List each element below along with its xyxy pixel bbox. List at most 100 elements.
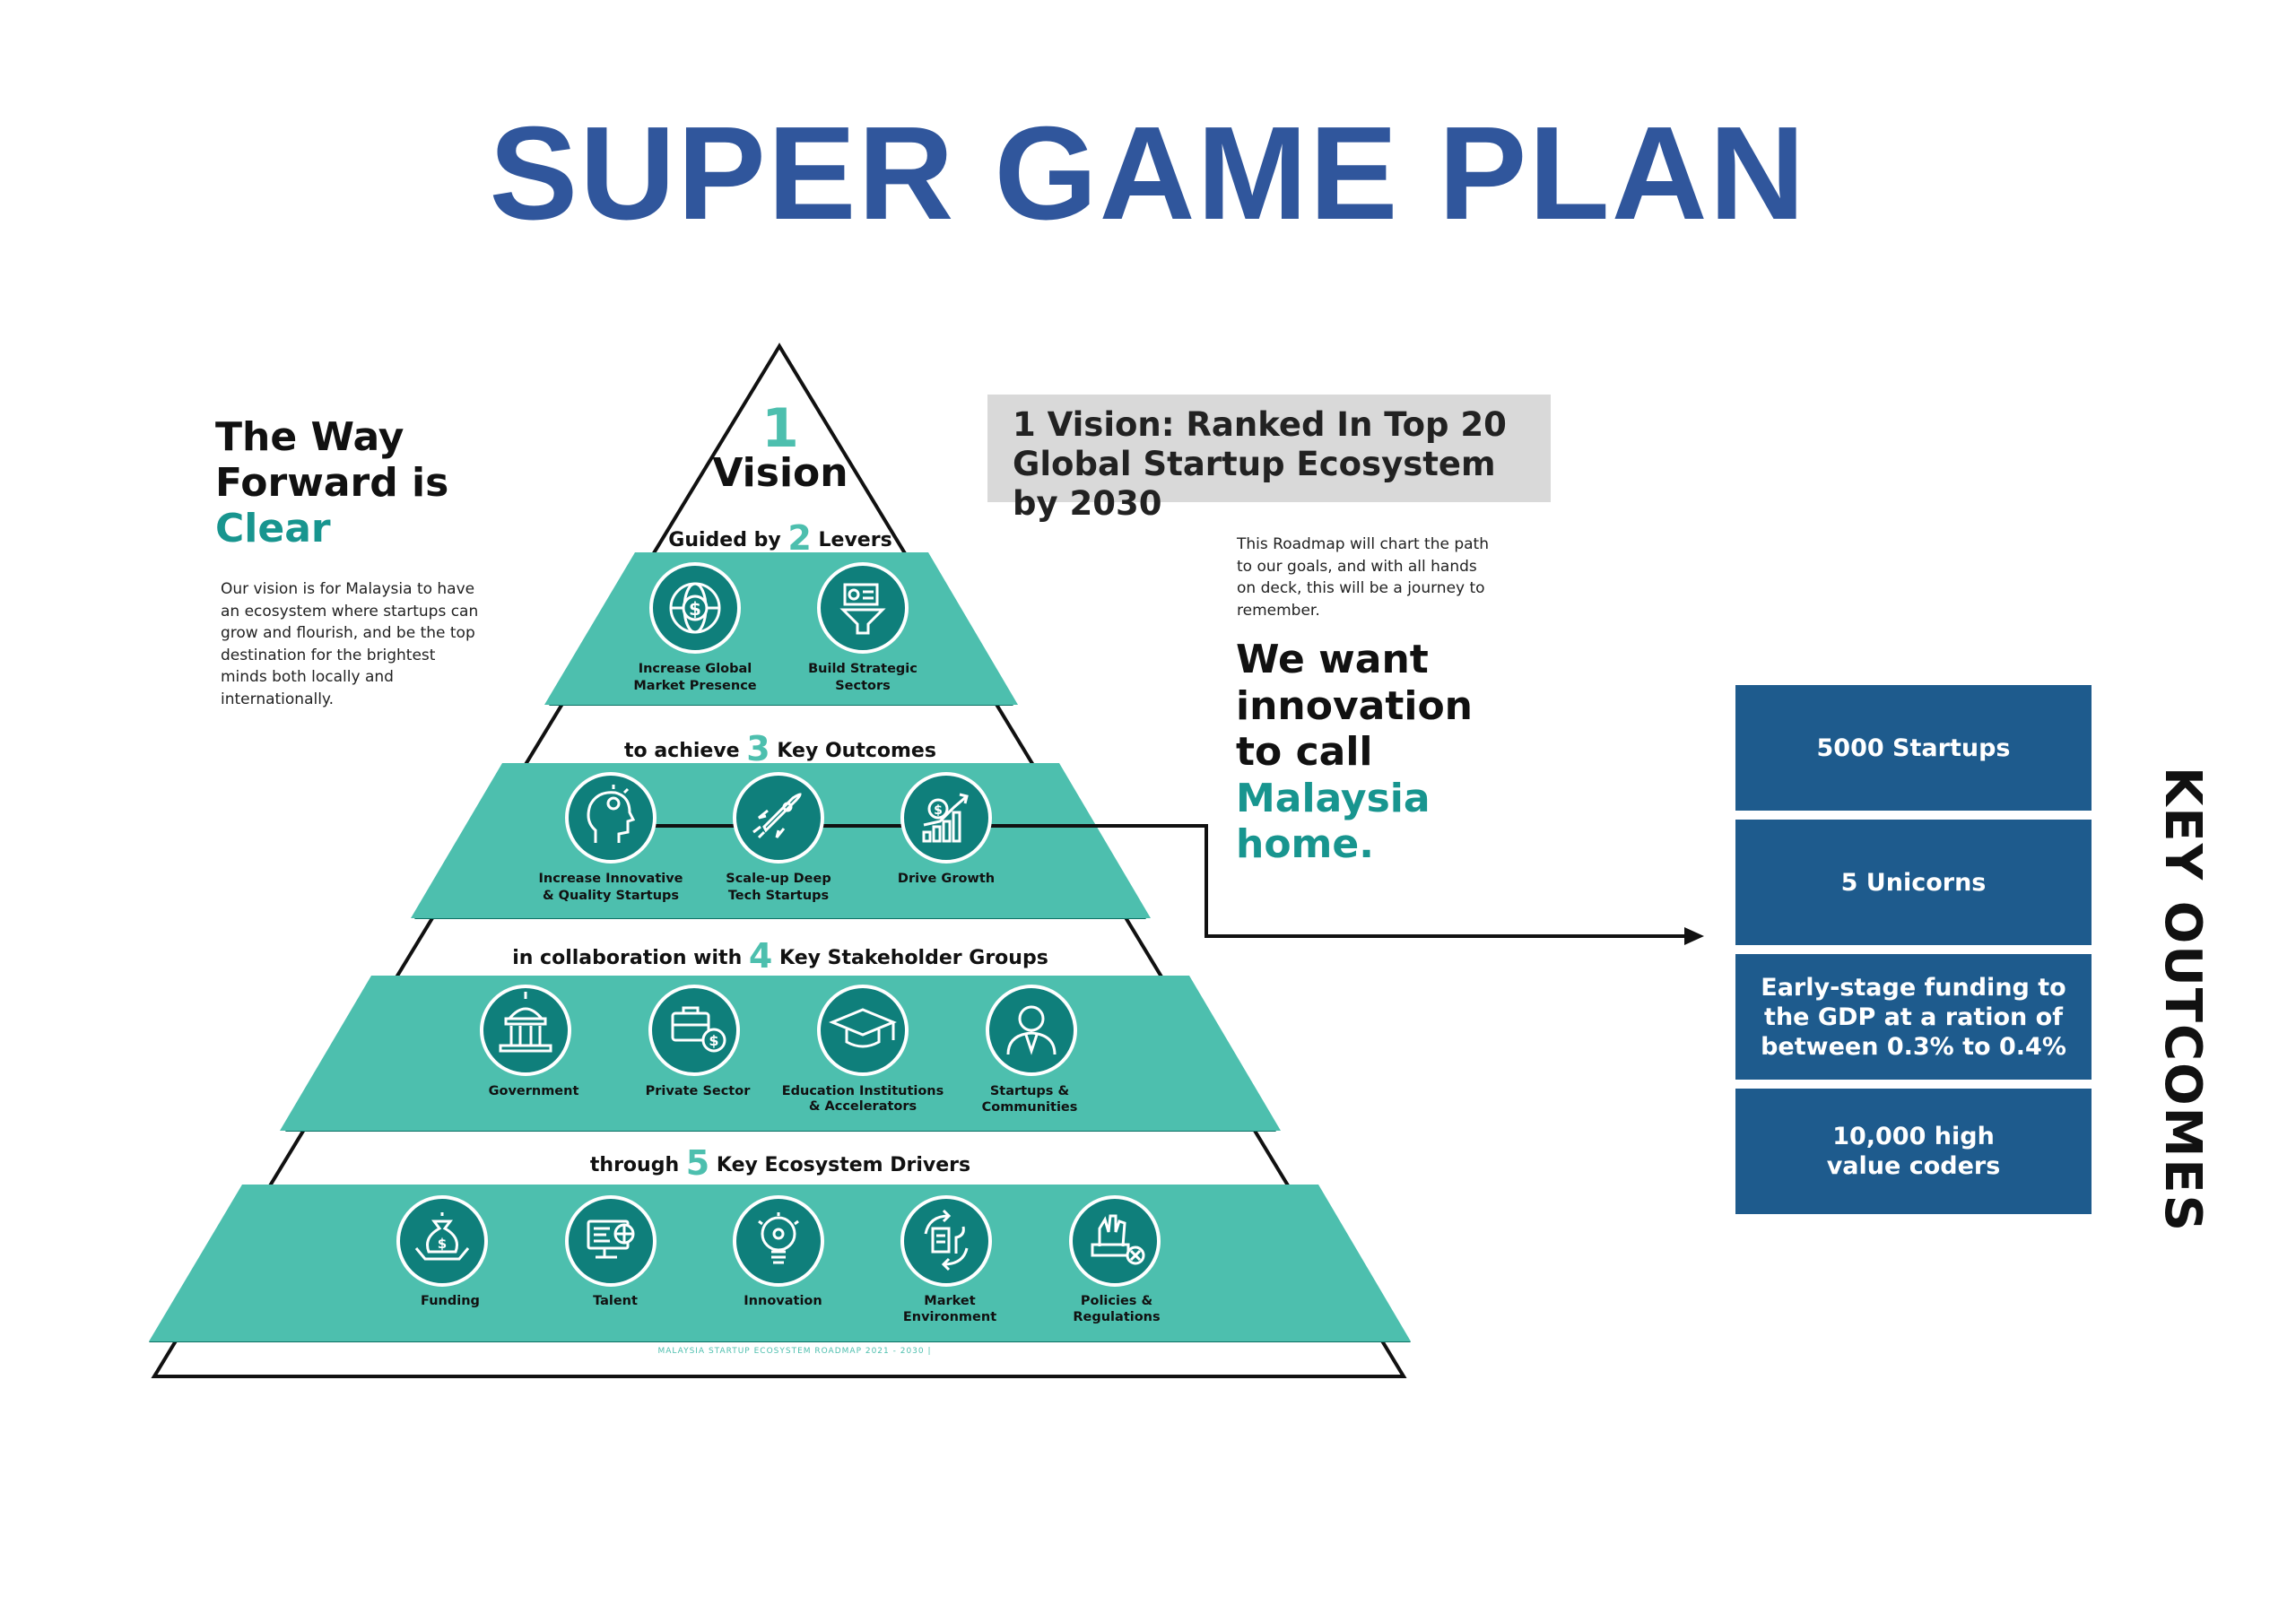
we-want-accent1: Malaysia — [1236, 775, 1431, 821]
we-want-accent2: home. — [1236, 821, 1374, 867]
caption-4-post: Key Ecosystem Drivers — [717, 1154, 970, 1176]
key-outcome-text: 5000 Startups — [1816, 733, 2011, 762]
lever-label-2b: Sectors — [835, 679, 891, 693]
person-icon — [1006, 1005, 1057, 1055]
level-caption-1: Guided by 2 Levers — [668, 518, 891, 558]
svg-text:to achieve 3 Key O: to achieve 3 Key Outcomes — [624, 729, 936, 768]
stakeholder-label-4a: Startups & — [990, 1084, 1070, 1098]
driver-label-5a: Policies & — [1081, 1294, 1153, 1308]
lightbulb-icon — [758, 1212, 799, 1264]
vision-description: Our vision is for Malaysia to have an ec… — [221, 580, 479, 708]
graduation-cap-icon — [829, 1008, 897, 1048]
driver-item-funding: $ Funding — [396, 1195, 488, 1308]
caption-4-pre: through — [590, 1154, 679, 1176]
stakeholder-label-4b: Communities — [982, 1100, 1078, 1115]
market-cycle-icon — [924, 1209, 969, 1271]
stakeholder-item-private-sector: $ Private Sector — [646, 985, 752, 1098]
way-forward-line1: The Way — [215, 414, 404, 460]
svg-text:through 5 Key Ecos: through 5 Key Ecosystem Drivers — [590, 1143, 970, 1183]
caption-2-pre: to achieve — [624, 740, 740, 762]
vision-box-text: 1 Vision: Ranked In Top 20 Global Startu… — [1013, 405, 1507, 523]
outcome-item-deep-tech: Scale-up Deep Tech Startups — [726, 772, 831, 903]
svg-text:$: $ — [438, 1236, 447, 1252]
outcome-label-2a: Scale-up Deep — [726, 872, 831, 886]
lever-item-strategic-sectors: Build Strategic Sectors — [808, 562, 918, 693]
head-lightbulb-icon — [587, 785, 636, 843]
outcome-item-drive-growth: $ Drive Growth — [898, 772, 995, 886]
outcome-label-1b: & Quality Startups — [543, 889, 679, 903]
driver-item-policies: Policies & Regulations — [1069, 1195, 1161, 1324]
way-forward-accent: Clear — [215, 506, 331, 551]
level-caption-3: in collaboration with 4 Key Stakeholder … — [512, 936, 1048, 976]
caption-3-post: Key Stakeholder Groups — [779, 947, 1048, 969]
caption-1-pre: Guided by — [668, 529, 780, 551]
driver-label-4a: Market — [924, 1294, 975, 1308]
we-want-line3: to call — [1236, 729, 1373, 775]
key-outcome-text: 10,000 high value coders — [1826, 1123, 2001, 1180]
outcome-label-1a: Increase Innovative — [538, 872, 683, 886]
policy-hand-icon — [1091, 1214, 1145, 1265]
stakeholder-label-3a: Education Institutions — [782, 1084, 944, 1098]
level-caption-4: through 5 Key Ecosystem Drivers — [590, 1143, 970, 1183]
key-outcome-box: Early-stage funding to the GDP at a rati… — [1735, 954, 2092, 1080]
svg-text:$: $ — [934, 803, 943, 818]
stakeholder-item-startups: Startups & Communities — [982, 985, 1078, 1115]
svg-text:Guided by 2 Levers: Guided by 2 Levers — [668, 518, 891, 558]
svg-text:in collaboration with 4: in collaboration with 4 Key Stakeholder … — [512, 936, 1048, 976]
band-levers — [544, 552, 1018, 705]
caption-3-num: 4 — [749, 936, 772, 976]
page-title: SUPER GAME PLAN — [489, 100, 1807, 247]
lever-label-1a: Increase Global — [639, 662, 752, 676]
roadmap-footer: MALAYSIA STARTUP ECOSYSTEM ROADMAP 2021 … — [657, 1347, 931, 1356]
driver-label-1a: Funding — [421, 1294, 480, 1308]
caption-2-post: Key Outcomes — [777, 740, 936, 762]
globe-dollar-icon: $ — [669, 582, 721, 634]
band-stakeholders — [280, 976, 1281, 1131]
briefcase-dollar-icon: $ — [671, 1006, 726, 1053]
rocket-icon — [752, 793, 802, 839]
driver-item-market-environment: Market Environment — [900, 1195, 996, 1324]
stakeholder-item-education: Education Institutions & Accelerators — [782, 985, 944, 1114]
roadmap-text: This Roadmap will chart the path to our … — [1237, 535, 1489, 620]
lever-label-1b: Market Presence — [633, 679, 756, 693]
key-outcome-box: 5 Unicorns — [1735, 820, 2092, 945]
we-want-line2: innovation — [1236, 682, 1473, 729]
driver-label-3a: Innovation — [744, 1294, 822, 1308]
connector-arrowhead — [1684, 927, 1704, 945]
way-forward-heading: The Way Forward is Clear — [215, 414, 592, 551]
key-outcome-text: 5 Unicorns — [1840, 868, 1987, 897]
outcome-label-3a: Drive Growth — [898, 872, 995, 886]
stakeholder-label-1a: Government — [489, 1084, 579, 1098]
key-outcome-text: Early-stage funding to the GDP at a rati… — [1761, 973, 2066, 1061]
lever-item-global-market: $ Increase Global Market Presence — [633, 562, 757, 693]
key-outcome-box: 5000 Startups — [1735, 685, 2092, 811]
driver-item-innovation: Innovation — [733, 1195, 824, 1308]
funnel-chart-icon — [839, 583, 886, 635]
vision-word: Vision — [712, 450, 848, 496]
outcome-item-innovative-startups: Increase Innovative & Quality Startups — [538, 772, 683, 903]
caption-2-num: 3 — [746, 729, 770, 768]
caption-3-pre: in collaboration with — [512, 947, 742, 969]
stakeholder-label-3b: & Accelerators — [809, 1099, 917, 1114]
driver-item-talent: Talent — [565, 1195, 657, 1308]
stakeholder-item-government: Government — [480, 985, 579, 1098]
driver-label-4b: Environment — [903, 1310, 996, 1324]
driver-label-5b: Regulations — [1073, 1310, 1160, 1324]
outcome-label-2b: Tech Startups — [728, 889, 829, 903]
growth-chart-icon: $ — [922, 793, 969, 843]
monitor-globe-icon — [587, 1219, 635, 1259]
government-building-icon — [499, 992, 552, 1053]
we-want-heading: We want innovation to call Malaysia home… — [1236, 637, 1523, 868]
caption-4-num: 5 — [686, 1143, 709, 1183]
svg-text:$: $ — [689, 598, 701, 620]
level-caption-2: to achieve 3 Key Outcomes — [624, 729, 936, 768]
way-forward-line2: Forward is — [215, 460, 449, 506]
vision-number: 1 — [761, 397, 799, 460]
key-outcome-box: 10,000 high value coders — [1735, 1089, 2092, 1214]
money-bag-hands-icon: $ — [414, 1212, 470, 1261]
vision-box: 1 Vision: Ranked In Top 20 Global Startu… — [987, 395, 1551, 523]
caption-1-post: Levers — [819, 529, 892, 551]
stakeholder-label-2a: Private Sector — [646, 1084, 752, 1098]
caption-1-num: 2 — [787, 518, 811, 558]
